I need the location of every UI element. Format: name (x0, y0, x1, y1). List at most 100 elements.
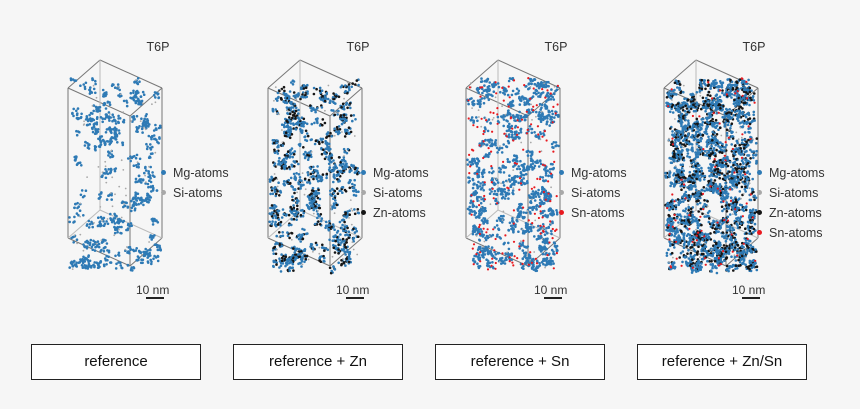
mg-atom (142, 93, 146, 96)
mg-atom (84, 141, 87, 144)
mg-atom (102, 224, 106, 227)
mg-atom (712, 149, 715, 152)
mg-atom (126, 157, 130, 160)
mg-atom (535, 84, 539, 88)
si-atom (470, 82, 472, 85)
mg-atom (507, 241, 510, 245)
mg-atom (473, 213, 476, 217)
sn-atom (478, 144, 481, 147)
mg-atom (533, 199, 537, 202)
mg-atom (537, 224, 540, 228)
sn-atom (550, 172, 553, 175)
zn-atom (351, 82, 354, 85)
mg-atom (86, 223, 89, 226)
mg-atom (307, 151, 311, 154)
mg-atom (503, 262, 507, 265)
mg-atom (289, 128, 293, 131)
mg-atom (154, 96, 157, 99)
mg-atom (113, 86, 117, 89)
si-atom (111, 205, 114, 208)
mg-atom (297, 108, 300, 112)
si-atom (301, 172, 304, 175)
mg-atom (355, 169, 359, 173)
si-atom (482, 246, 484, 248)
mg-atom (354, 227, 358, 230)
mg-atom (80, 264, 84, 267)
si-atom (86, 176, 88, 179)
sn-atom (516, 257, 519, 260)
mg-atom (535, 89, 539, 93)
mg-atom (296, 116, 300, 119)
sn-atom (511, 261, 514, 264)
mg-atom (539, 192, 543, 195)
mg-atom (469, 119, 473, 122)
mg-atom (293, 150, 297, 153)
mg-atom (518, 97, 521, 100)
box-edge (67, 209, 101, 239)
mg-atom (132, 116, 136, 119)
mg-atom (673, 234, 676, 238)
mg-atom (141, 198, 145, 202)
sn-atom (492, 111, 495, 115)
mg-atom (297, 247, 301, 251)
mg-atom (541, 115, 545, 118)
mg-atom (472, 99, 475, 103)
sn-atom (494, 261, 497, 265)
mg-atom (527, 255, 531, 258)
mg-atom (87, 255, 90, 258)
zn-atom (303, 177, 307, 181)
mg-atom (346, 147, 350, 151)
mg-atom (77, 214, 80, 217)
mg-atom (128, 251, 131, 255)
mg-atom (274, 194, 278, 198)
mg-atom (484, 238, 488, 242)
mg-atom (293, 251, 296, 254)
si-atom (278, 236, 281, 239)
mg-atom (506, 139, 510, 143)
si-atom (342, 258, 344, 260)
mg-atom (479, 98, 482, 102)
mg-atom (146, 192, 149, 196)
zn-atom (744, 227, 747, 230)
mg-atom (314, 110, 317, 114)
mg-atom (156, 92, 160, 95)
mg-atom (522, 163, 525, 167)
si-atom (356, 253, 359, 256)
legend-item-mg: Mg-atoms (559, 163, 627, 183)
mg-atom (149, 180, 153, 184)
mg-atom (342, 229, 345, 233)
mg-atom (529, 200, 533, 203)
zn-atom (315, 87, 318, 91)
zn-atom (274, 252, 278, 256)
mg-atom (498, 170, 501, 173)
zn-atom (335, 95, 338, 98)
zn-atom (297, 187, 300, 190)
mg-atom (531, 95, 535, 98)
mg-atom (132, 91, 135, 95)
mg-atom (279, 264, 283, 268)
sn-atom (486, 228, 489, 231)
mg-atom (151, 171, 154, 174)
mg-atom (518, 167, 522, 171)
mg-atom (545, 191, 549, 195)
mg-atom (289, 130, 292, 134)
mg-atom (494, 141, 497, 145)
mg-atom (532, 192, 536, 196)
mg-atom (341, 117, 344, 121)
mg-atom (500, 259, 503, 263)
zn-atom (678, 256, 681, 259)
si-atom (76, 242, 78, 245)
mg-atom (113, 217, 117, 220)
mg-atom (481, 175, 485, 179)
mg-atom (549, 174, 553, 178)
mg-atom (548, 124, 551, 127)
mg-atom (526, 154, 530, 157)
zn-atom (317, 188, 320, 192)
mg-atom (306, 232, 309, 235)
zn-atom (284, 255, 288, 258)
mg-atom (272, 252, 275, 255)
si-atom (501, 105, 503, 108)
mg-atom (507, 133, 511, 136)
mg-atom (115, 228, 119, 231)
mg-atom (731, 263, 735, 267)
